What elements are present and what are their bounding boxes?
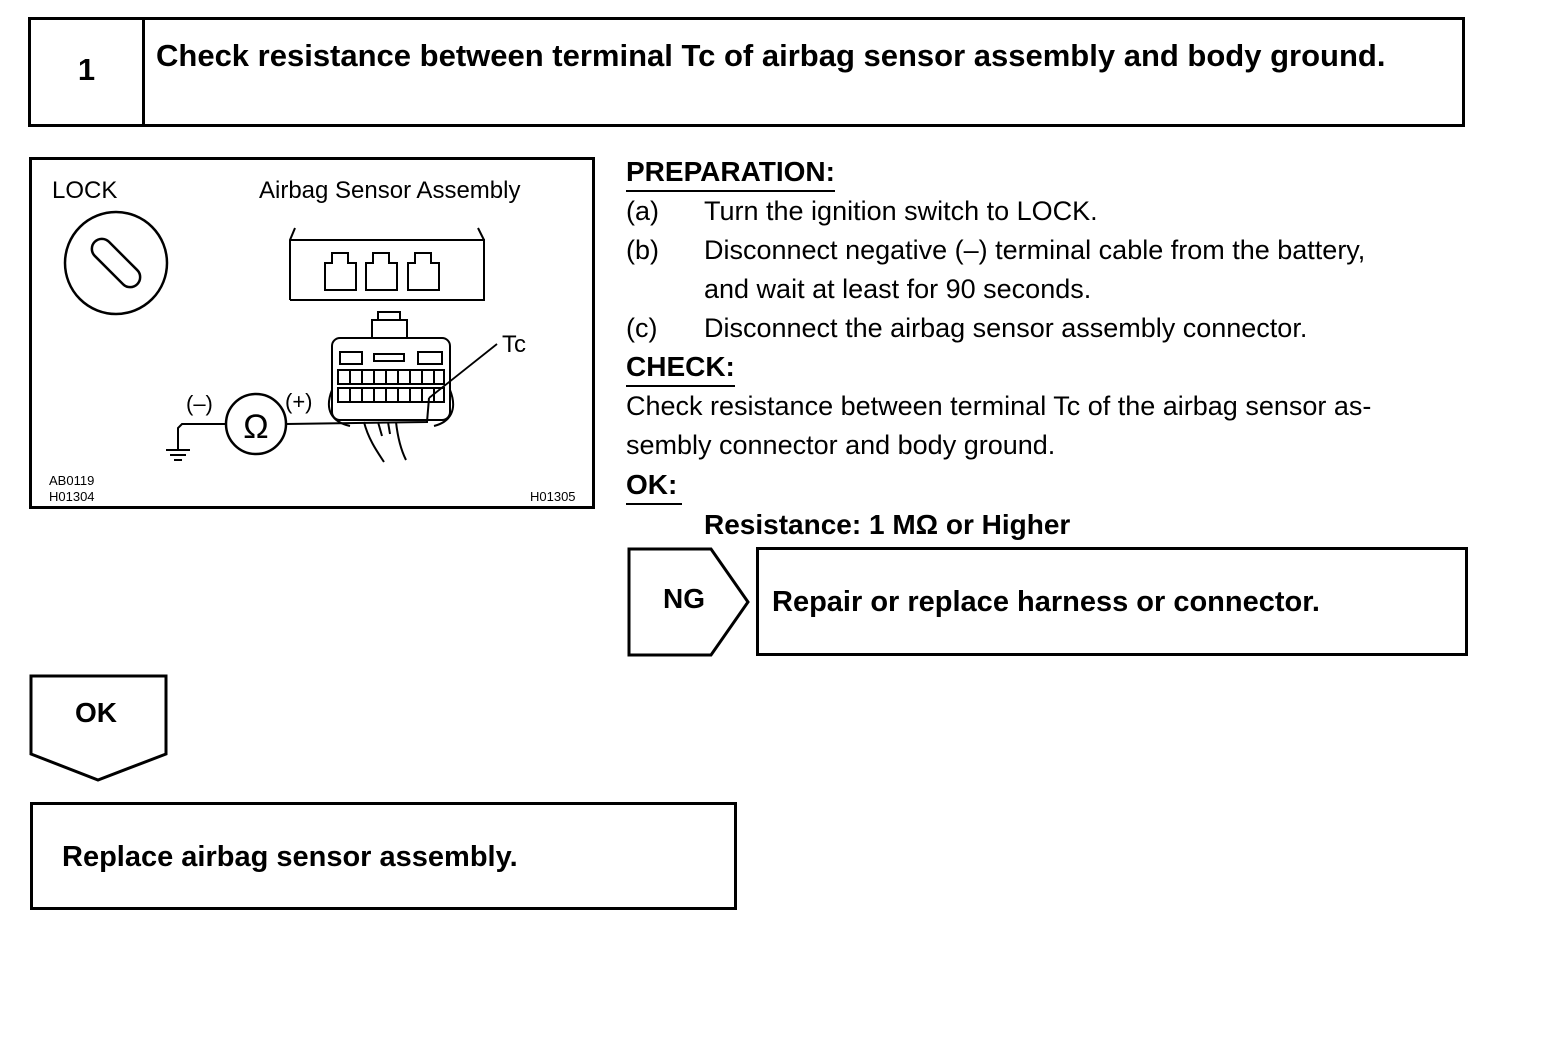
- ground-icon: [166, 449, 190, 461]
- ohm-symbol: Ω: [243, 408, 268, 446]
- prep-step-a-text: Turn the ignition switch to LOCK.: [704, 196, 1098, 226]
- figure-code-c: H01305: [530, 489, 576, 504]
- ok-result-box: Replace airbag sensor assembly.: [30, 802, 737, 910]
- prep-step-b-text-line1: Disconnect negative (–) terminal cable f…: [704, 235, 1366, 265]
- minus-label: (–): [186, 391, 213, 416]
- figure-code-a: AB0119: [49, 473, 94, 488]
- figure-code-b: H01304: [49, 489, 95, 504]
- ok-tag-shape: [29, 674, 168, 782]
- step-header: 1 Check resistance between terminal Tc o…: [28, 17, 1465, 127]
- prep-step-c-text: Disconnect the airbag sensor assembly co…: [704, 313, 1308, 343]
- ignition-switch-icon: [63, 210, 169, 316]
- ok-spec-value: Resistance: 1 MΩ or Higher: [704, 509, 1071, 540]
- ng-result-text: Repair or replace harness or connector.: [772, 586, 1320, 618]
- check-text-line2: sembly connector and body ground.: [626, 430, 1056, 460]
- step-title: Check resistance between terminal Tc of …: [156, 38, 1386, 73]
- prep-step-c-label: (c): [626, 313, 658, 343]
- prep-step-b-label: (b): [626, 235, 659, 265]
- step-number: 1: [31, 20, 145, 124]
- ng-result-box: Repair or replace harness or connector.: [756, 547, 1468, 656]
- ok-heading: OK:: [626, 468, 682, 505]
- ng-tag-shape: [627, 547, 750, 657]
- diagram-figure: LOCK Airbag Sensor Assembly: [29, 157, 595, 509]
- check-heading: CHECK:: [626, 350, 735, 387]
- plus-label: (+): [285, 389, 313, 414]
- preparation-heading: PREPARATION:: [626, 155, 835, 192]
- prep-step-b-text-line2: and wait at least for 90 seconds.: [704, 274, 1092, 304]
- lock-label: LOCK: [52, 177, 117, 204]
- check-text-line1: Check resistance between terminal Tc of …: [626, 391, 1372, 421]
- ok-result-text: Replace airbag sensor assembly.: [62, 841, 518, 873]
- prep-step-a-label: (a): [626, 196, 659, 226]
- terminal-label: Tc: [502, 331, 526, 358]
- ng-tag-label: NG: [663, 583, 705, 614]
- ok-tag-label: OK: [75, 697, 117, 728]
- assembly-label: Airbag Sensor Assembly: [259, 177, 520, 204]
- ohmmeter-icon: Ω: [177, 392, 430, 456]
- connector-icon: [289, 227, 498, 463]
